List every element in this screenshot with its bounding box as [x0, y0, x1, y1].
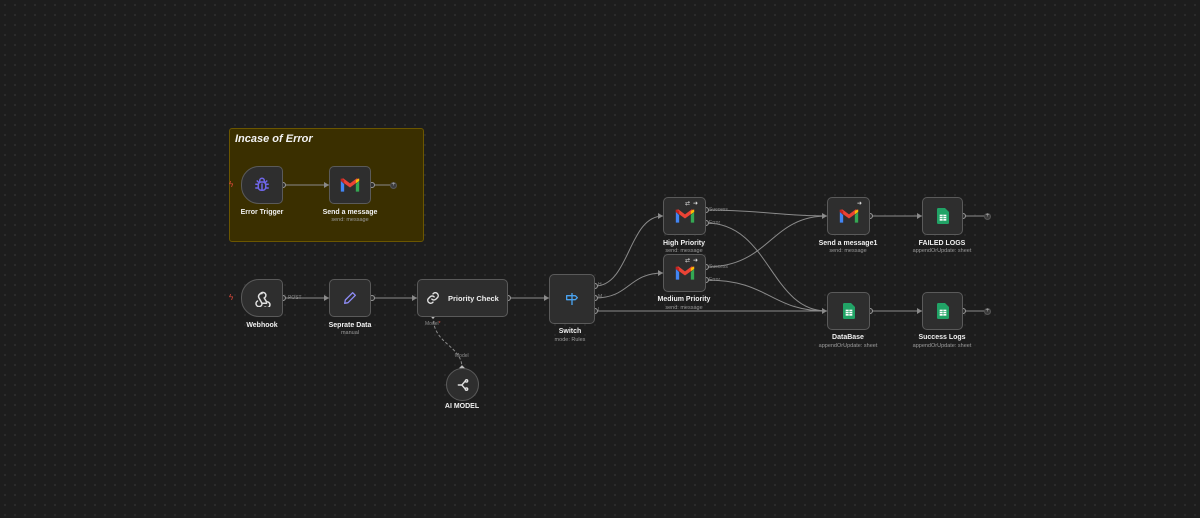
switch-label: Switch [558, 328, 582, 335]
high-priority-label: High Priority [662, 240, 706, 247]
separate-data-label: Seprate Data [328, 322, 372, 329]
send-message1-node[interactable]: ➜ [827, 197, 870, 235]
wire-medium-success-sendmsg1 [705, 215, 828, 268]
node-status-icons: ⇄➜ [684, 201, 701, 207]
add-node-button[interactable]: + [984, 213, 991, 220]
failed-logs-node[interactable] [922, 197, 963, 235]
model-connector-label: Model [425, 321, 439, 327]
priority-check-model-connector[interactable]: Model* [425, 321, 441, 327]
wire-high-success-sendmsg1 [705, 209, 828, 217]
success-logs-node[interactable] [922, 292, 963, 330]
wire-switch-high [594, 215, 664, 287]
medium-priority-output-error: Error [709, 277, 721, 283]
google-sheets-icon [936, 208, 949, 224]
database-sub: appendOrUpdate: sheet [818, 343, 878, 349]
separate-data-node[interactable] [329, 279, 371, 317]
wire-ai-model [432, 315, 463, 369]
failed-logs-sub: appendOrUpdate: sheet [912, 248, 972, 254]
pencil-icon [344, 292, 356, 304]
high-priority-sub: send: message [665, 248, 703, 254]
sticky-note-title: Incase of Error [235, 133, 313, 145]
bolt-icon: ϟ [229, 293, 234, 302]
success-logs-label: Success Logs [918, 334, 966, 341]
switch-output-h: H [598, 282, 602, 288]
bolt-icon: ϟ [229, 180, 234, 189]
failed-logs-label: FAILED LOGS [918, 240, 966, 247]
medium-priority-sub: send: message [665, 305, 703, 311]
database-label: DataBase [832, 334, 864, 341]
add-node-button[interactable]: + [984, 308, 991, 315]
database-node[interactable] [827, 292, 870, 330]
high-priority-node[interactable]: ⇄➜ [663, 197, 706, 235]
node-status-icons: ⇄➜ [684, 258, 701, 264]
separate-data-sub: manual [340, 330, 360, 336]
webhook-output-label: POST [288, 295, 302, 301]
webhook-node[interactable] [241, 279, 283, 317]
ai-model-label: AI MODEL [444, 403, 480, 410]
priority-check-node[interactable]: Priority Check [417, 279, 508, 317]
send-message1-sub: send: message [829, 248, 867, 254]
priority-check-label: Priority Check [448, 293, 499, 303]
medium-priority-output-success: Success [709, 264, 728, 270]
add-node-button[interactable]: + [390, 182, 397, 189]
ai-model-node[interactable] [446, 368, 479, 401]
send-message-error-node[interactable] [329, 166, 371, 204]
gmail-icon [675, 209, 694, 223]
gmail-icon [839, 209, 858, 223]
wire-high-error-database [705, 222, 828, 312]
google-sheets-icon [936, 303, 949, 319]
medium-priority-label: Medium Priority [657, 296, 711, 303]
gmail-icon [340, 178, 360, 192]
google-sheets-icon [842, 303, 855, 319]
switch-output-m: M [598, 294, 603, 300]
high-priority-output-success: Success [709, 207, 728, 213]
wire-switch-medium [594, 272, 664, 299]
send-message-error-label: Send a message [322, 209, 378, 216]
switch-sub: mode: Rules [554, 337, 586, 343]
gmail-icon [675, 266, 694, 280]
ai-model-connector-label: Model [455, 353, 469, 359]
medium-priority-node[interactable]: ⇄➜ [663, 254, 706, 292]
bug-icon [255, 177, 269, 191]
required-mark: * [438, 321, 441, 327]
node-status-icons: ➜ [856, 201, 865, 207]
high-priority-output-error: Error [709, 220, 721, 226]
switch-node[interactable] [549, 274, 595, 324]
error-trigger-node[interactable] [241, 166, 283, 204]
success-logs-sub: appendOrUpdate: sheet [912, 343, 972, 349]
send-message-error-sub: send: message [331, 217, 369, 223]
send-message1-label: Send a message1 [818, 240, 878, 247]
wire-medium-error-database [705, 279, 828, 312]
link-icon [427, 292, 439, 304]
webhook-label: Webhook [246, 322, 278, 329]
switch-output-l: L [598, 307, 601, 313]
webhook-icon [255, 291, 271, 307]
model-icon [457, 378, 468, 391]
error-trigger-label: Error Trigger [240, 209, 284, 216]
signpost-icon [566, 293, 578, 305]
